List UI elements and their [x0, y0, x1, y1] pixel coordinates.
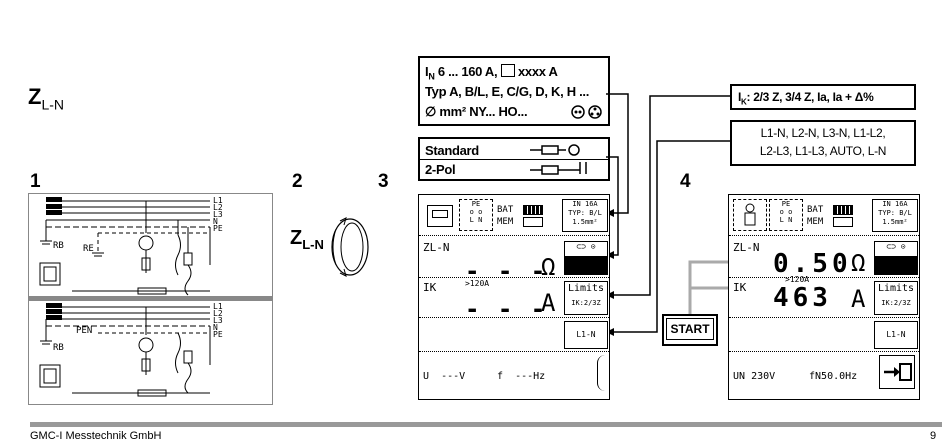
- ik-unit: A: [541, 289, 556, 317]
- ik-value: - - -: [465, 295, 548, 323]
- ik-label: IK: [733, 281, 747, 294]
- svg-text:L2: L2: [213, 309, 223, 318]
- battery-icon: [833, 205, 853, 215]
- screen-edge: [597, 355, 608, 391]
- svg-text:L3: L3: [213, 316, 223, 325]
- mem-label: MEM: [807, 217, 824, 227]
- fuse-rating-line: IN 6 ... 160 A, xxxx A: [425, 64, 558, 82]
- fuse-type-box: IN 6 ... 160 A, xxxx A Typ A, B/L, E, C/…: [418, 56, 610, 126]
- step-1-number: 1: [30, 171, 41, 192]
- z-label: ZL-N: [733, 241, 760, 254]
- footer-bar: [30, 422, 942, 427]
- circuit-diagram: L1 L2 L3 N PE RB RE L1 L2 L3 N PE RB PEN: [28, 193, 273, 405]
- z-unit: Ω: [851, 249, 866, 277]
- ik-hint: >120A: [465, 279, 490, 288]
- battery-icon: [523, 205, 543, 215]
- label-l2: L2: [213, 203, 223, 212]
- mode-2-pol: 2-Pol: [425, 162, 456, 177]
- label-pen: PEN: [76, 326, 92, 336]
- cable-line: ∅ mm² NY... HO...: [425, 104, 528, 119]
- svg-text:L1: L1: [213, 302, 223, 311]
- label-rb-bottom: RB: [53, 343, 64, 353]
- footer-company: GMC-I Messtechnik GmbH: [30, 430, 162, 442]
- label-pe: PE: [213, 224, 223, 233]
- bat-label: BAT: [497, 205, 514, 215]
- fuse-type-line: Typ A, B/L, E, C/G, D, K, H ...: [425, 84, 590, 99]
- step-3-number: 3: [378, 171, 389, 192]
- edit-icon: [500, 64, 515, 77]
- label-rb-top: RB: [53, 241, 64, 251]
- step-4-number: 4: [680, 171, 691, 192]
- page-heading: ZL-N: [28, 84, 65, 113]
- phase-button[interactable]: L1-N: [564, 321, 608, 349]
- memory-icon: [523, 217, 543, 227]
- label-l1: L1: [213, 196, 223, 205]
- label-re: RE: [83, 244, 94, 254]
- ik-limits-box: IK: 2/3 Z, 3/4 Z, Ia, Ia + Δ%: [730, 84, 916, 110]
- memory-icon: [833, 217, 853, 227]
- svg-text:N: N: [213, 323, 218, 332]
- probe-select-button[interactable]: ⊂⊃ ⊙: [874, 241, 918, 275]
- probe-icons: [571, 105, 602, 119]
- bat-label: BAT: [807, 205, 824, 215]
- phase-button[interactable]: L1-N: [874, 321, 918, 349]
- ik-value: 463: [773, 283, 832, 313]
- page-number: 9: [930, 430, 937, 442]
- step-2-number: 2: [292, 171, 303, 192]
- frequency-readout: fN50.0Hz: [809, 371, 858, 382]
- mode-standard: Standard: [425, 143, 479, 158]
- save-to-memory-icon: [884, 363, 912, 381]
- person-icon: [733, 199, 767, 231]
- rotary-switch-label: ZL-N: [290, 227, 324, 252]
- ik-hint: >120A: [785, 275, 810, 284]
- voltage-readout: UN 230V: [733, 371, 776, 382]
- z-unit: Ω: [541, 253, 556, 281]
- label-n: N: [213, 217, 218, 226]
- ik-limits-text: IK: 2/3 Z, 3/4 Z, Ia, Ia + Δ%: [738, 90, 874, 107]
- phase-selection-box: L1-N, L2-N, L3-N, L1-L2, L2-L3, L1-L3, A…: [730, 120, 916, 166]
- z-value: - - -: [465, 257, 548, 285]
- z-value: 0.50: [773, 249, 852, 279]
- z-label: ZL-N: [423, 241, 450, 254]
- label-l3: L3: [213, 210, 223, 219]
- probe-select-button[interactable]: ⊂⊃ ⊙: [564, 241, 608, 275]
- start-button[interactable]: START: [662, 314, 718, 346]
- phase-options-line2: L2-L3, L1-L3, AUTO, L-N: [759, 144, 887, 158]
- voltage-readout: U ---V: [423, 371, 466, 382]
- save-button[interactable]: [879, 355, 915, 389]
- ik-label: IK: [423, 281, 437, 294]
- svg-text:PE: PE: [213, 330, 223, 339]
- frequency-readout: f ---Hz: [497, 371, 546, 382]
- phase-options-line1: L1-N, L2-N, L3-N, L1-L2,: [760, 126, 886, 140]
- mem-label: MEM: [497, 217, 514, 227]
- device-icon: [427, 205, 453, 227]
- rotary-switch-icon[interactable]: [328, 215, 372, 279]
- probe-plug-icons: [530, 144, 587, 175]
- probe-mode-box: Standard 2-Pol: [418, 137, 610, 181]
- ik-unit: A: [851, 285, 866, 313]
